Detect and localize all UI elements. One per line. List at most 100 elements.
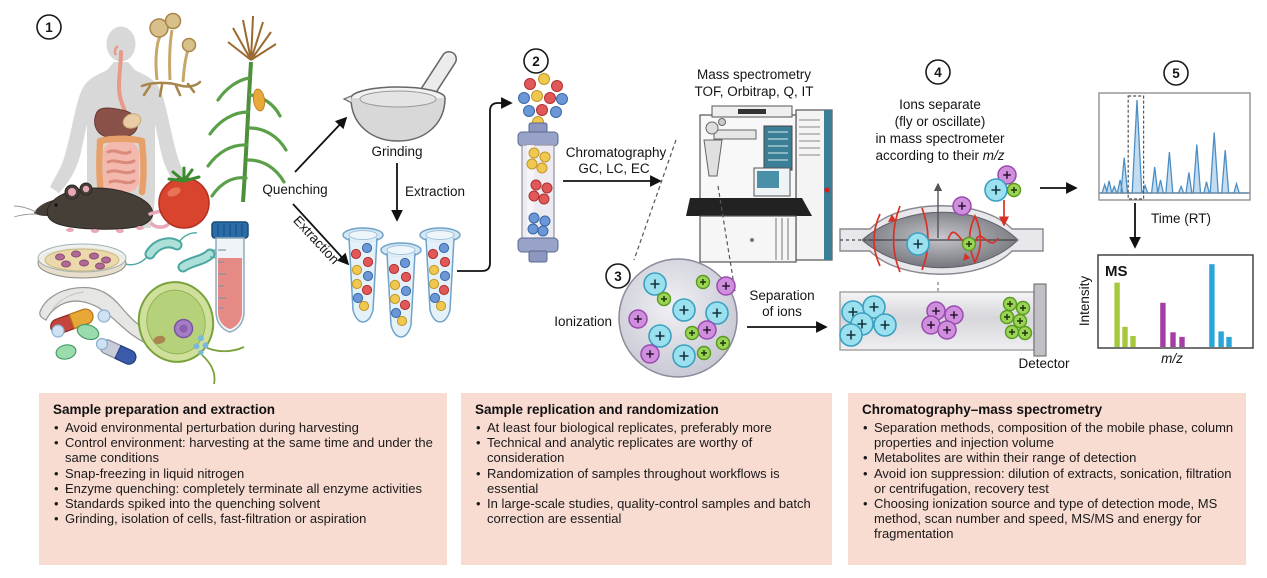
grinding-label: Grinding bbox=[371, 144, 422, 159]
bullet-item: Technical and analytic replicates are wo… bbox=[475, 435, 820, 465]
chromatography-column-icon bbox=[517, 122, 559, 263]
intestines-icon bbox=[103, 142, 139, 192]
info-box-title: Sample preparation and extraction bbox=[53, 402, 276, 417]
chromatography-methods-label: GC, LC, EC bbox=[578, 161, 650, 176]
step-4-badge: 4 bbox=[925, 59, 951, 85]
ms-bar bbox=[1114, 282, 1120, 347]
ms-bar bbox=[1160, 302, 1166, 347]
quenching-label: Quenching bbox=[262, 182, 327, 197]
metabolite-mixture-dots bbox=[518, 73, 568, 128]
ms-bar bbox=[1130, 336, 1136, 347]
step-1-badge: 1 bbox=[36, 14, 62, 40]
corn-ear-icon bbox=[252, 88, 266, 112]
ms-bar bbox=[1179, 336, 1185, 347]
bullet-item: In large-scale studies, quality-control … bbox=[475, 496, 820, 526]
info-box-bullets: Separation methods, composition of the m… bbox=[862, 420, 1234, 542]
step-2-number: 2 bbox=[532, 54, 540, 69]
bullet-item: Standards spiked into the quenching solv… bbox=[53, 496, 435, 511]
ms-spectrum-bars bbox=[1114, 264, 1232, 347]
extraction-down-label: Extraction bbox=[405, 184, 465, 199]
mouse-icon bbox=[13, 182, 173, 233]
chromatography-label: Chromatography bbox=[566, 145, 667, 160]
bullet-item: Avoid ion suppression: dilution of extra… bbox=[862, 466, 1234, 496]
chromatogram-trace bbox=[1101, 99, 1248, 194]
ms-bar bbox=[1122, 326, 1128, 347]
bullet-item: Metabolites are within their range of de… bbox=[862, 450, 1234, 465]
time-rt-label: Time (RT) bbox=[1151, 211, 1211, 226]
falcon-tube-icon bbox=[211, 221, 249, 333]
zoom-line-right bbox=[717, 185, 736, 292]
corn-plant-icon bbox=[206, 15, 288, 203]
ms-panel-title: MS bbox=[1105, 263, 1128, 280]
algae-icon bbox=[137, 281, 245, 385]
separation-label-line2: of ions bbox=[762, 304, 802, 319]
zoom-line-left bbox=[633, 139, 677, 261]
step-5-number: 5 bbox=[1172, 66, 1180, 81]
ms-bar bbox=[1218, 331, 1224, 347]
info-box-bullets: At least four biological replicates, pre… bbox=[475, 420, 820, 526]
stomach-icon bbox=[122, 113, 142, 129]
step-2-badge: 2 bbox=[523, 48, 549, 74]
incoming-ions bbox=[984, 165, 1022, 227]
info-box-sample-preparation: Sample preparation and extraction Avoid … bbox=[39, 393, 447, 565]
detector-bar bbox=[1033, 283, 1047, 357]
detector-label: Detector bbox=[1018, 356, 1070, 371]
info-box-bullets: Avoid environmental perturbation during … bbox=[53, 420, 435, 527]
mass-spectrometer-icon bbox=[686, 105, 833, 263]
petri-dish-icon bbox=[37, 243, 127, 279]
pills-icon bbox=[50, 308, 137, 365]
bullet-item: Snap-freezing in liquid nitrogen bbox=[53, 466, 435, 481]
step-1-number: 1 bbox=[45, 20, 53, 35]
instrument-bench bbox=[686, 198, 812, 216]
extraction-to-tubes-arrow bbox=[292, 203, 350, 266]
ms-instruments-label: TOF, Orbitrap, Q, IT bbox=[694, 84, 813, 99]
ms-bar bbox=[1170, 332, 1176, 347]
ms-spectrum-panel: MS Intensity m/z bbox=[1077, 254, 1254, 366]
ionization-label: Ionization bbox=[554, 314, 612, 329]
ion-trajectory bbox=[873, 205, 999, 273]
flagella bbox=[201, 346, 245, 385]
workflow-diagram: 1 2 3 4 5 bbox=[13, 12, 1254, 385]
bullet-item: Separation methods, composition of the m… bbox=[862, 420, 1234, 450]
bullet-item: Choosing ionization source and type of d… bbox=[862, 496, 1234, 542]
ionization-circle bbox=[618, 258, 738, 378]
step-3-badge: 3 bbox=[605, 263, 631, 289]
step-4-number: 4 bbox=[934, 65, 942, 80]
quenching-to-grinding-arrow bbox=[294, 116, 348, 173]
extraction-diagonal-label: Extraction bbox=[290, 213, 342, 267]
bullet-item: Avoid environmental perturbation during … bbox=[53, 420, 435, 435]
separation-label-line1: Separation bbox=[749, 288, 814, 303]
esophagus-icon bbox=[116, 50, 127, 114]
fungus-icon bbox=[140, 12, 202, 98]
step4-caption-line1: Ions separate bbox=[899, 97, 981, 112]
bacteria-icon bbox=[125, 232, 237, 273]
ms-bar bbox=[1209, 264, 1215, 347]
info-box-chromatography-ms: Chromatography–mass spectrometry Separat… bbox=[848, 393, 1246, 565]
orbitrap-icon bbox=[839, 182, 1044, 302]
bullet-item: Control environment: harvesting at the s… bbox=[53, 435, 435, 465]
tof-tube-icon bbox=[839, 283, 1047, 357]
bullet-item: Randomization of samples throughout work… bbox=[475, 466, 820, 496]
selected-peak-highlight bbox=[1127, 95, 1145, 200]
mortar-pestle-icon bbox=[342, 51, 457, 142]
ion-source-cone bbox=[703, 139, 723, 177]
intensity-axis-label: Intensity bbox=[1077, 276, 1092, 327]
bullet-item: Enzyme quenching: completely terminate a… bbox=[53, 481, 435, 496]
bullet-item: At least four biological replicates, pre… bbox=[475, 420, 820, 435]
tomato-icon bbox=[158, 166, 210, 229]
step4-caption-line2: (fly or oscillate) bbox=[895, 114, 986, 129]
step4-caption-line4: according to their m/z bbox=[875, 148, 1004, 163]
step-5-badge: 5 bbox=[1163, 60, 1189, 86]
info-box-title: Sample replication and randomization bbox=[475, 402, 719, 417]
mz-axis-label: m/z bbox=[1161, 351, 1183, 366]
mass-spectrometry-label: Mass spectrometry bbox=[697, 67, 811, 82]
human-figure-icon bbox=[50, 26, 192, 228]
info-box-title: Chromatography–mass spectrometry bbox=[862, 402, 1103, 417]
step-3-number: 3 bbox=[614, 269, 622, 284]
sample-tubes-icon bbox=[342, 227, 461, 338]
chromatogram-panel bbox=[1098, 92, 1251, 201]
bullet-item: Grinding, isolation of cells, fast-filtr… bbox=[53, 511, 435, 526]
step4-caption-line3: in mass spectrometer bbox=[875, 131, 1005, 146]
info-box-sample-replication: Sample replication and randomization At … bbox=[461, 393, 832, 565]
